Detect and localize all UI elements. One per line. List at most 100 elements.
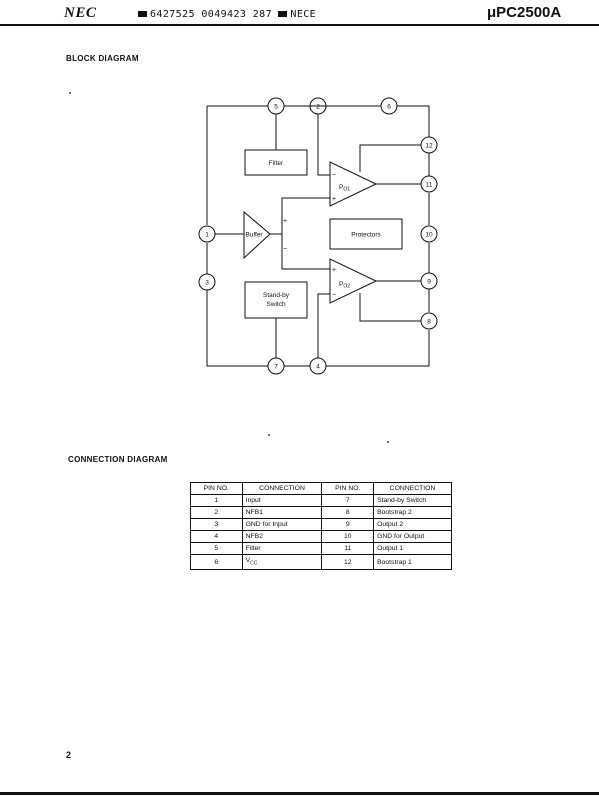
pin-5-label: 5	[274, 104, 278, 111]
pin-number: 9	[321, 518, 375, 531]
pin-8-label: 8	[427, 319, 431, 326]
block-diagram-title: BLOCK DIAGRAM	[66, 54, 139, 63]
pin-10-circle	[420, 225, 438, 243]
pin-number: 7	[321, 494, 375, 507]
pin-11-circle	[420, 175, 438, 193]
connection-name: GND for Input	[241, 518, 323, 531]
pin-1-label: 1	[205, 232, 209, 239]
connection-name: Output 2	[373, 518, 452, 531]
table-row: 4 NFB2 10 GND for Output	[190, 530, 452, 543]
po1-label: PO1	[339, 184, 350, 193]
black-square-icon	[278, 10, 288, 17]
wire-top-right	[397, 105, 430, 137]
column-header: CONNECTION	[373, 482, 452, 495]
standby-label-line2: Switch	[266, 301, 286, 308]
po2-label: PO2	[339, 281, 350, 290]
pin-3-label: 3	[205, 280, 209, 287]
document-code: 6427525 0049423 287 NECE	[138, 9, 316, 20]
header-rule	[0, 24, 599, 26]
table-row: 6 VCC 12 Bootstrap 1	[190, 553, 452, 571]
connection-name: GND for Output	[373, 530, 452, 543]
pin-6-circle	[380, 97, 398, 115]
pin-number: 5	[190, 542, 243, 555]
po2-minus-sign: −	[332, 292, 336, 299]
vcc-subscript: CC	[250, 560, 258, 567]
wire-buffer-po1	[281, 197, 330, 234]
column-header: PIN NO.	[190, 482, 243, 495]
pin-number: 8	[321, 506, 375, 519]
connection-name: Bootstrap 1	[373, 553, 452, 571]
pin-12-circle	[420, 136, 438, 154]
standby-label-line1: Stand-by	[263, 292, 290, 299]
wire-bottom-right	[326, 330, 430, 367]
pin-4-circle	[309, 357, 327, 375]
buffer-label: Buffer	[245, 232, 263, 239]
pin-5-circle	[267, 97, 285, 115]
brand-logo: NEC	[64, 5, 97, 21]
table-row: 2 NFB1 8 Bootstrap 2	[190, 506, 452, 519]
scan-speck	[387, 441, 389, 443]
pin-9-circle	[420, 272, 438, 290]
pin-2-circle	[309, 97, 327, 115]
buffer-minus-sign: −	[283, 246, 287, 253]
connection-name: Output 1	[373, 542, 452, 555]
pin-number: 1	[190, 494, 243, 507]
black-square-icon	[138, 10, 147, 17]
pin-6-label: 6	[387, 104, 391, 111]
protectors-block	[329, 218, 403, 250]
page-number: 2	[66, 750, 72, 760]
connection-name: Input	[241, 494, 323, 507]
pin-number: 12	[321, 553, 375, 571]
po2-plus-sign: +	[332, 267, 336, 274]
po1-minus-sign: −	[332, 172, 336, 179]
wire-buffer-po2	[281, 234, 330, 270]
footer-rule	[0, 792, 599, 795]
scan-speck	[268, 434, 270, 436]
scan-speck	[69, 92, 71, 94]
pin-number: 11	[321, 542, 375, 555]
pin-number: 3	[190, 518, 243, 531]
pin-10-label: 10	[425, 232, 433, 239]
filter-block	[244, 149, 308, 176]
pin-11-label: 11	[426, 182, 433, 189]
pin-3-circle	[198, 273, 216, 291]
po1-triangle	[329, 161, 378, 207]
filter-label: Filter	[269, 160, 284, 167]
table-row: 1 Input 7 Stand-by Switch	[190, 494, 452, 507]
block-diagram: 1 2 3 4 5 6 7 8 9 10 11 12 Filter Protec…	[198, 97, 438, 375]
column-header: CONNECTION	[241, 482, 323, 495]
pin-1-circle	[198, 225, 216, 243]
pin-8-circle	[420, 312, 438, 330]
pin-12-label: 12	[425, 143, 433, 150]
document-code-suffix: NECE	[290, 9, 317, 20]
connection-name: Filter	[241, 542, 323, 555]
connection-name: NFB2	[241, 530, 323, 543]
pin-number: 6	[190, 553, 243, 571]
column-header: PIN NO.	[321, 482, 375, 495]
protectors-label: Protectors	[351, 232, 381, 239]
connection-diagram-title: CONNECTION DIAGRAM	[68, 455, 168, 464]
pin-number: 2	[190, 506, 243, 519]
wire-bootstrap2	[359, 293, 421, 322]
buffer-triangle	[243, 210, 271, 260]
vcc-main: V	[245, 557, 251, 564]
wire-left-lower	[206, 290, 268, 367]
wire-nfb1	[317, 114, 330, 176]
connection-name: VCC	[241, 553, 323, 571]
connection-name: NFB1	[241, 506, 323, 519]
table-row: 3 GND for Input 9 Output 2	[190, 518, 452, 531]
pin-7-circle	[267, 357, 285, 375]
pin-9-label: 9	[427, 279, 431, 286]
part-number: μPC2500A	[487, 4, 562, 21]
pin-number: 10	[321, 530, 375, 543]
pin-number: 4	[190, 530, 243, 543]
table-header-row: PIN NO. CONNECTION PIN NO. CONNECTION	[190, 482, 452, 495]
connection-name: Bootstrap 2	[373, 506, 452, 519]
po2-triangle	[329, 258, 378, 304]
pin-7-label: 7	[274, 364, 278, 371]
po1-plus-sign: +	[332, 196, 336, 203]
connection-name: Stand-by Switch	[373, 494, 452, 507]
document-code-digits: 6427525 0049423 287	[150, 9, 272, 20]
table-row: 5 Filter 11 Output 1	[190, 542, 452, 555]
pin-2-label: 2	[316, 104, 320, 111]
